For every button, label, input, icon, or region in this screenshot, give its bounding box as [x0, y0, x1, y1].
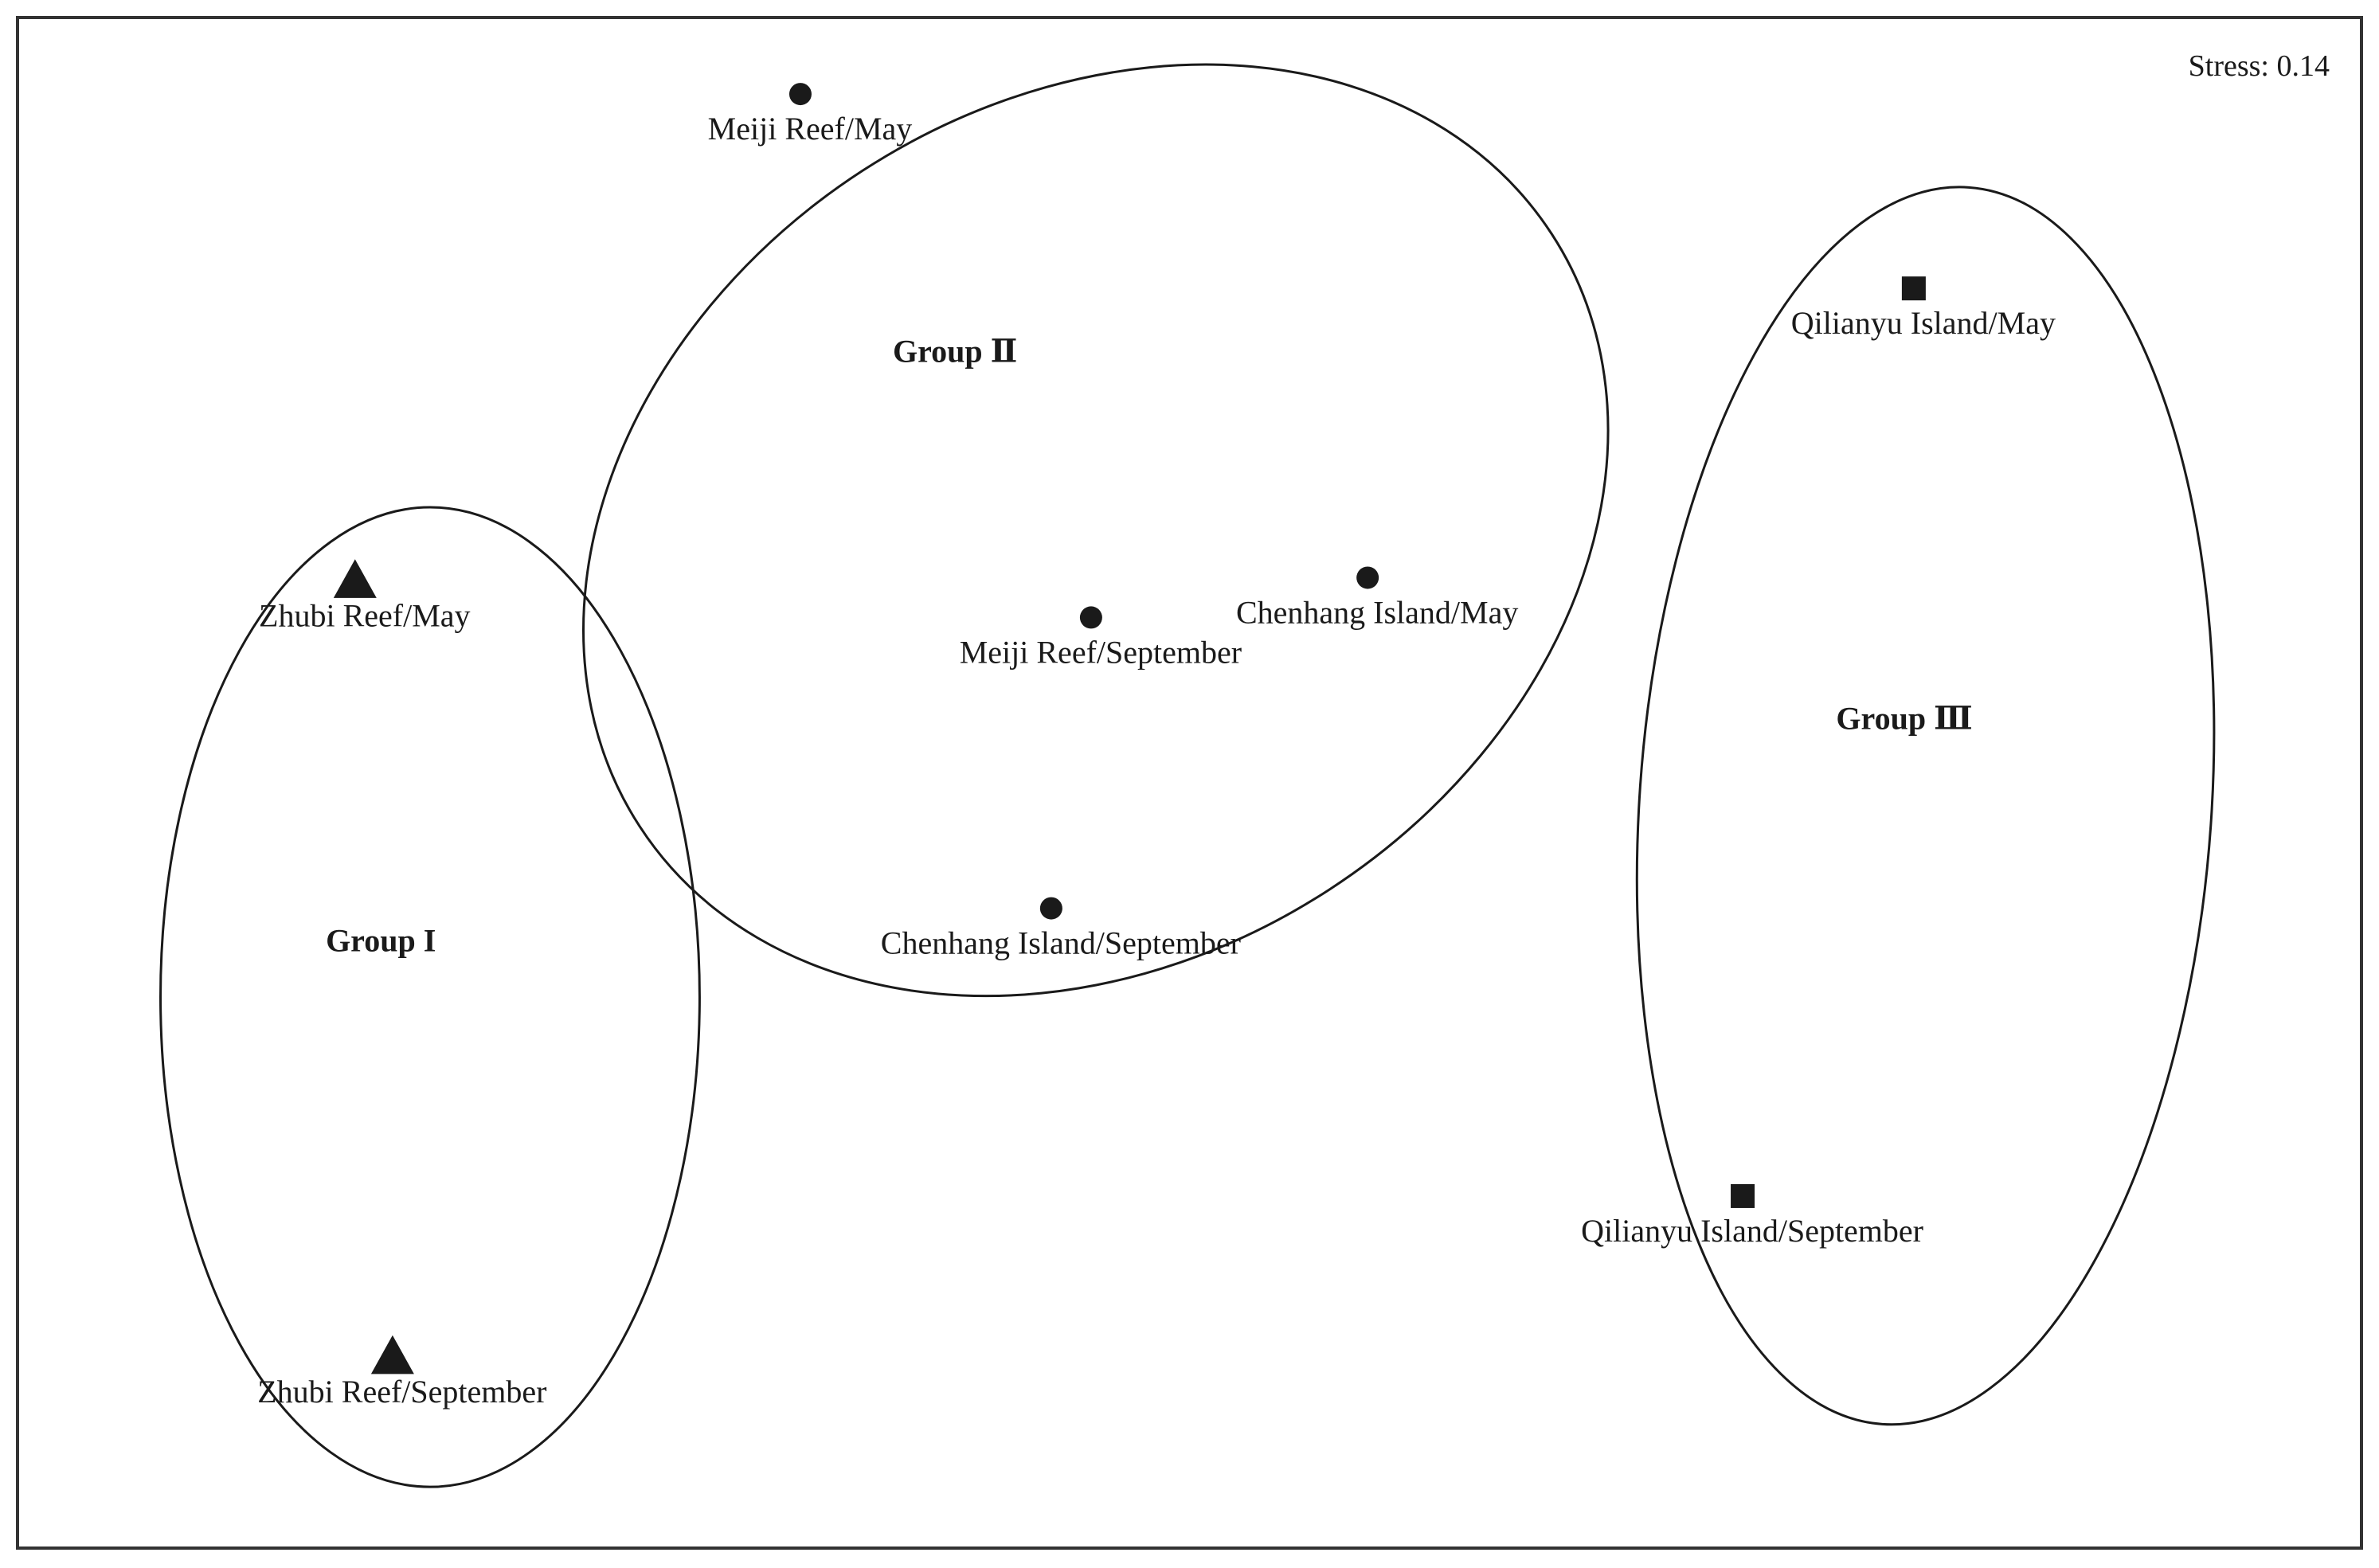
ellipse-group-ii: [582, 63, 1610, 998]
label-meiji-reef-september: Meiji Reef/September: [960, 634, 1242, 670]
marker-zhubi-reef-may: [333, 559, 377, 598]
label-qilianyu-island-september: Qilianyu Island/September: [1581, 1213, 1923, 1249]
ellipse-group-iii: [1635, 186, 2216, 1426]
group-ellipses: [159, 63, 2216, 1488]
marker-chenhang-island-may: [1356, 566, 1379, 589]
label-qilianyu-island-may: Qilianyu Island/May: [1791, 305, 2056, 341]
group-label-group-ii: Group Ⅱ: [893, 333, 1017, 369]
stress-label: Stress: 0.14: [2189, 49, 2330, 83]
group-label-group-i: Group I: [326, 922, 436, 958]
marker-chenhang-island-september: [1039, 897, 1062, 920]
label-chenhang-island-may: Chenhang Island/May: [1236, 594, 1518, 630]
label-zhubi-reef-september: Zhubi Reef/September: [257, 1374, 546, 1410]
marker-qilianyu-island-september: [1731, 1183, 1755, 1208]
marker-qilianyu-island-may: [1901, 276, 1926, 301]
group-labels: Group I Group Ⅱ Group Ⅲ: [326, 333, 1973, 958]
label-zhubi-reef-may: Zhubi Reef/May: [259, 597, 471, 633]
ellipse-group-i: [159, 506, 701, 1488]
plot-frame: [16, 16, 2363, 1550]
label-chenhang-island-september: Chenhang Island/September: [881, 925, 1241, 961]
marker-meiji-reef-september: [1079, 606, 1102, 629]
sample-markers: [333, 83, 1926, 1374]
group-label-group-iii: Group Ⅲ: [1836, 701, 1972, 737]
marker-zhubi-reef-september: [370, 1335, 414, 1374]
label-meiji-reef-may: Meiji Reef/May: [708, 111, 913, 147]
marker-meiji-reef-may: [788, 83, 812, 106]
